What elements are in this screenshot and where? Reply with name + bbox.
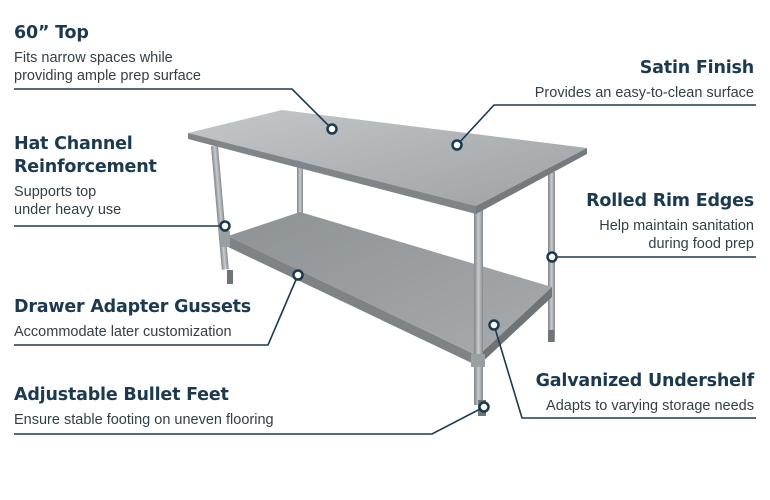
front-right-gusset <box>471 354 485 367</box>
marker-hat-channel <box>219 220 231 232</box>
callout-title: Hat Channel Reinforcement <box>14 134 157 177</box>
callout-satin: Satin Finish Provides an easy-to-clean s… <box>535 57 754 102</box>
callout-description: Ensure stable footing on uneven flooring <box>14 412 274 428</box>
marker-gussets <box>292 269 304 281</box>
leader-line-top <box>14 88 333 130</box>
callout-title: Adjustable Bullet Feet <box>14 385 229 405</box>
callout-rim: Rolled Rim Edges Help maintain sanitatio… <box>586 190 754 253</box>
leader-line-gussets <box>14 274 299 346</box>
table-top <box>188 110 587 214</box>
callout-description: Help maintain sanitation during food pre… <box>599 218 754 252</box>
front-left-gusset <box>221 231 230 247</box>
marker-satin <box>451 139 463 151</box>
callout-undershelf: Galvanized Undershelf Adapts to varying … <box>535 370 755 415</box>
leader-line-feet <box>14 406 485 435</box>
callout-feet: Adjustable Bullet Feet Ensure stable foo… <box>14 384 274 429</box>
undershelf <box>228 212 552 366</box>
callout-description: Supports top under heavy use <box>14 184 122 218</box>
marker-undershelf <box>488 319 500 331</box>
callout-description: Adapts to varying storage needs <box>546 398 754 414</box>
callout-title: Satin Finish <box>639 58 754 78</box>
front-right-leg <box>474 205 483 405</box>
callout-hat-channel: Hat Channel Reinforcement Supports top u… <box>14 133 157 219</box>
marker-feet <box>478 401 490 413</box>
callout-title: Drawer Adapter Gussets <box>14 297 251 317</box>
back-right-foot <box>548 330 554 342</box>
callout-description: Fits narrow spaces while providing ample… <box>14 50 201 84</box>
callout-gussets: Drawer Adapter Gussets Accommodate later… <box>14 296 251 341</box>
callout-title: 60” Top <box>14 23 89 43</box>
front-left-foot <box>227 270 233 284</box>
callout-description: Accommodate later customization <box>14 324 232 340</box>
callout-description: Provides an easy-to-clean surface <box>534 85 754 101</box>
callout-title: Rolled Rim Edges <box>586 191 754 211</box>
front-left-leg <box>211 145 229 270</box>
leader-line-satin <box>456 104 756 146</box>
marker-rim <box>546 251 558 263</box>
callout-top: 60” Top Fits narrow spaces while providi… <box>14 22 201 85</box>
leader-line-undershelf <box>493 324 756 419</box>
marker-top <box>326 123 338 135</box>
back-left-leg <box>297 160 303 215</box>
callout-title: Galvanized Undershelf <box>535 371 755 391</box>
